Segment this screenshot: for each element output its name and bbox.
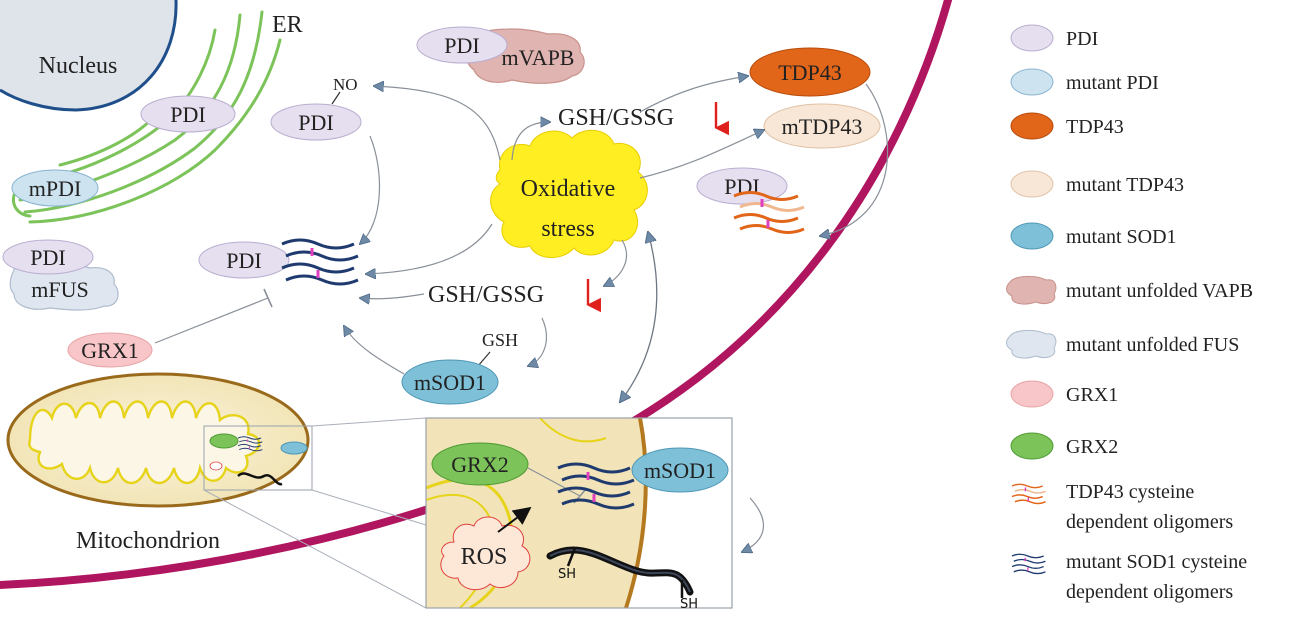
pdi-no xyxy=(270,103,362,141)
legend-label-grx1: GRX1 xyxy=(1066,384,1118,406)
ros-cloud xyxy=(440,516,531,591)
legend-symbol-mutant-unfolded-fus xyxy=(1006,329,1057,359)
sh-bond-1 xyxy=(566,547,577,567)
legend-symbol-mutant-tdp43 xyxy=(1010,170,1054,198)
pdi-vapb xyxy=(416,26,508,64)
pdi-no-label: PDI xyxy=(298,110,333,135)
grx1-inhibition-line xyxy=(154,297,269,344)
legend-symbol-mutant-unfolded-vapb xyxy=(1006,275,1057,305)
pdi-er xyxy=(140,95,236,133)
gsh-gssg-mid-label: GSH/GSSG xyxy=(428,282,544,308)
connectors xyxy=(344,76,889,552)
sh-label-2: SH xyxy=(680,597,698,612)
pdi-vapb-label: PDI xyxy=(444,33,479,58)
mfus-label: mFUS xyxy=(31,277,88,302)
msod1 xyxy=(401,359,499,405)
legend-label-mutant-tdp43: mutant TDP43 xyxy=(1066,174,1184,196)
legend-label-pdi: PDI xyxy=(1066,28,1098,50)
legend-symbol-mutant-sod1 xyxy=(1010,222,1054,250)
grx1 xyxy=(67,332,153,368)
legend-label-sod1-oligomers-2: dependent oligomers xyxy=(1066,581,1233,603)
legend-symbol-grx1 xyxy=(1010,380,1054,408)
legend-label-tdp43-oligomers-2: dependent oligomers xyxy=(1066,511,1233,533)
zoom-line-top xyxy=(311,417,427,427)
grx2-label: GRX2 xyxy=(451,452,508,477)
legend-label-mutant-pdi: mutant PDI xyxy=(1066,72,1159,94)
no-label: NO xyxy=(333,75,358,94)
mpdi-label: mPDI xyxy=(29,176,82,201)
ros-label: ROS xyxy=(461,544,508,570)
legend-label-mutant-unfolded-fus: mutant unfolded FUS xyxy=(1066,334,1239,356)
pdi-center-label: PDI xyxy=(226,248,261,273)
zoom-region xyxy=(203,425,313,491)
zoom-line-bottom xyxy=(203,489,427,609)
grx2 xyxy=(431,442,529,486)
gsh-bond xyxy=(477,351,491,367)
msod1-label: mSOD1 xyxy=(414,370,486,395)
legend-symbol-mutant-pdi xyxy=(1010,68,1054,96)
pdi-right-label: PDI xyxy=(724,174,759,199)
tdp43-label: TDP43 xyxy=(778,60,842,85)
legend-symbol-grx2 xyxy=(1010,432,1054,460)
zoom-line-mid xyxy=(311,489,427,526)
oxidative-stress-label-1: Oxidative xyxy=(521,176,616,202)
mpdi xyxy=(11,169,99,207)
legend-label-mutant-sod1: mutant SOD1 xyxy=(1066,226,1177,248)
mtdp43-label: mTDP43 xyxy=(782,114,863,139)
tdp43 xyxy=(749,47,871,97)
legend-symbol-sod1-oligomers xyxy=(1011,553,1047,575)
mvapb-label: mVAPB xyxy=(502,45,575,70)
legend-label-tdp43-oligomers: TDP43 cysteine xyxy=(1066,481,1194,503)
mitochondrion xyxy=(6,372,310,508)
gsh-label: GSH xyxy=(482,330,518,350)
pdi-fus xyxy=(2,239,94,275)
mtdp43 xyxy=(763,103,881,149)
legend-label-mutant-unfolded-vapb: mutant unfolded VAPB xyxy=(1066,280,1253,302)
legend-label-tdp43: TDP43 xyxy=(1066,116,1124,138)
legend-symbol-pdi xyxy=(1010,24,1054,52)
grx1-inhibition-bar xyxy=(263,288,273,308)
legend-label-grx2: GRX2 xyxy=(1066,436,1118,458)
pdi-er-label: PDI xyxy=(170,102,205,127)
nucleus: Nucleus xyxy=(0,0,178,112)
legend: PDI mutant PDI TDP43 mutant TDP43 mutant… xyxy=(1006,24,1253,603)
sod1-oligomer-center xyxy=(280,238,360,286)
grx1-label: GRX1 xyxy=(81,338,138,363)
er-label: ER xyxy=(272,12,303,38)
legend-label-sod1-oligomers: mutant SOD1 cysteine xyxy=(1066,551,1247,573)
nucleus-label: Nucleus xyxy=(39,53,118,79)
legend-symbol-tdp43 xyxy=(1010,112,1054,140)
sh-label-1: SH xyxy=(558,567,576,582)
ros-arrow xyxy=(497,506,532,533)
no-bond xyxy=(331,91,341,105)
grx2-inhibition-line xyxy=(527,467,581,497)
pdi-center xyxy=(198,241,290,279)
oxidative-stress-label-2: stress xyxy=(541,216,594,242)
legend-symbol-tdp43-oligomers xyxy=(1011,483,1047,505)
pdi-fus-label: PDI xyxy=(30,245,65,270)
mitochondrion-label: Mitochondrion xyxy=(76,528,220,554)
msod1-inset-label: mSOD1 xyxy=(644,458,716,483)
msod1-inset xyxy=(631,447,729,493)
gsh-gssg-top-label: GSH/GSSG xyxy=(558,105,674,131)
